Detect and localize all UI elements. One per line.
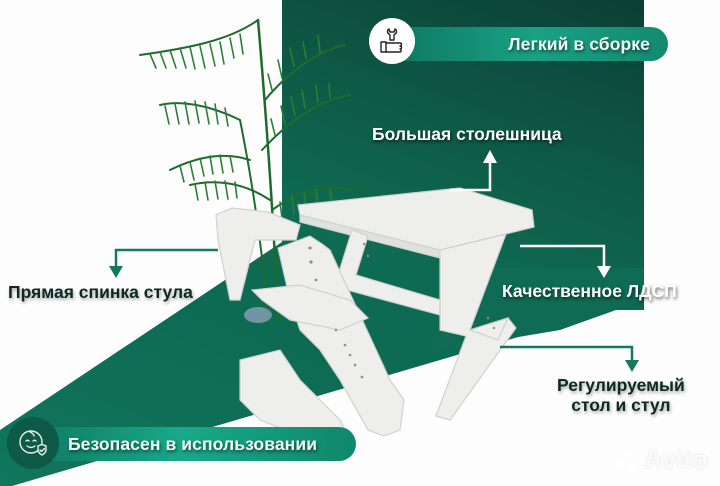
feature-quality-material-label: Качественное ЛДСП	[502, 281, 677, 301]
feature-easy-assembly-banner: Легкий в сборке	[400, 27, 668, 61]
wrench-thumbs-up-icon	[369, 18, 415, 64]
feature-large-tabletop-label: Большая столешница	[372, 124, 562, 144]
feature-adjustable-line2: стол и стул	[571, 395, 671, 416]
baby-face-check-icon	[7, 417, 59, 469]
feature-safe-use-label: Безопасен в использовании	[68, 433, 318, 454]
feature-straight-backrest-label: Прямая спинка стула	[8, 282, 193, 302]
feature-quality-material-text: Качественное ЛДСП	[502, 281, 677, 301]
avito-watermark-text: Avito	[644, 444, 709, 474]
avito-watermark: Avito	[612, 444, 708, 475]
feature-safe-use-banner: Безопасен в использовании	[40, 427, 356, 461]
feature-easy-assembly-label: Легкий в сборке	[508, 33, 650, 54]
avito-logo-icon	[612, 447, 642, 473]
feature-adjustable-line1: Регулируемый	[557, 375, 685, 395]
feature-adjustable-label: Регулируемый стол и стул	[557, 375, 685, 415]
